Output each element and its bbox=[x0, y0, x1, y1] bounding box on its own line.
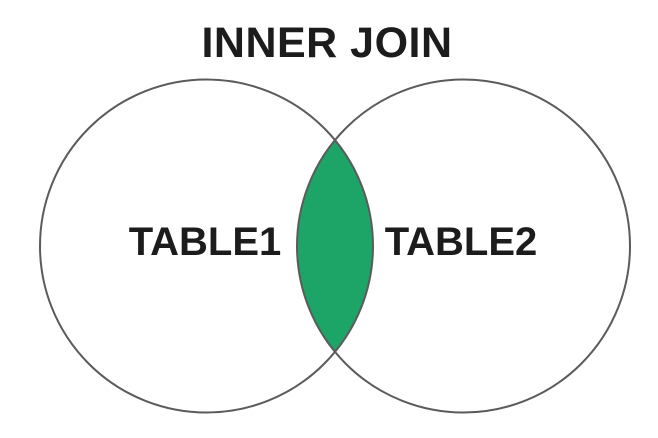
diagram-title: INNER JOIN bbox=[201, 19, 452, 67]
left-circle-label: TABLE1 bbox=[129, 220, 282, 264]
left-circle bbox=[39, 78, 374, 414]
intersection-region bbox=[296, 140, 374, 352]
right-circle bbox=[296, 78, 631, 414]
right-circle-label: TABLE2 bbox=[385, 220, 538, 264]
